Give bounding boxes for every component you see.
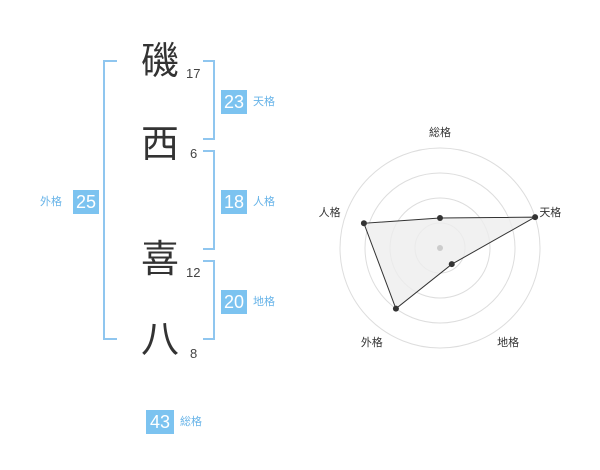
jinkaku-label: 人格	[253, 195, 275, 208]
jinkaku-bracket	[203, 150, 215, 250]
radar-point	[392, 305, 399, 312]
gaikaku-value: 25	[73, 190, 99, 214]
radar-grid-ring	[339, 147, 541, 349]
gaikaku-bracket	[103, 60, 117, 340]
radar-grid-ring	[364, 172, 516, 324]
jinkaku-value: 18	[221, 190, 247, 214]
name-char-4: 八	[140, 317, 179, 361]
radar-center-dot	[437, 245, 443, 251]
radar-axis-label: 人格	[319, 205, 341, 219]
radar-axis-label: 地格	[497, 335, 519, 349]
radar-axis-label: 外格	[361, 335, 383, 349]
stroke-count-1: 17	[186, 66, 201, 81]
tenkaku-bracket	[203, 60, 215, 140]
stroke-count-4: 8	[190, 346, 198, 361]
stroke-count-2: 6	[190, 146, 198, 161]
stroke-count-3: 12	[186, 265, 201, 280]
chikaku-label: 地格	[253, 295, 275, 308]
radar-axis-label: 総格	[429, 125, 451, 139]
radar-point	[448, 261, 455, 268]
name-char-2: 西	[140, 122, 179, 166]
tenkaku-label: 天格	[253, 95, 275, 108]
radar-axis-label: 天格	[539, 205, 561, 219]
gaikaku-label: 外格	[40, 195, 62, 208]
name-char-3: 喜	[140, 237, 179, 281]
name-char-1: 磯	[140, 39, 179, 83]
chikaku-bracket	[203, 260, 215, 340]
soukaku-value: 43	[146, 410, 174, 434]
radar-point	[360, 220, 367, 227]
tenkaku-value: 23	[221, 90, 247, 114]
radar-point	[532, 214, 539, 221]
radar-point	[437, 215, 443, 221]
soukaku-label: 総格	[180, 415, 202, 428]
chikaku-value: 20	[221, 290, 247, 314]
